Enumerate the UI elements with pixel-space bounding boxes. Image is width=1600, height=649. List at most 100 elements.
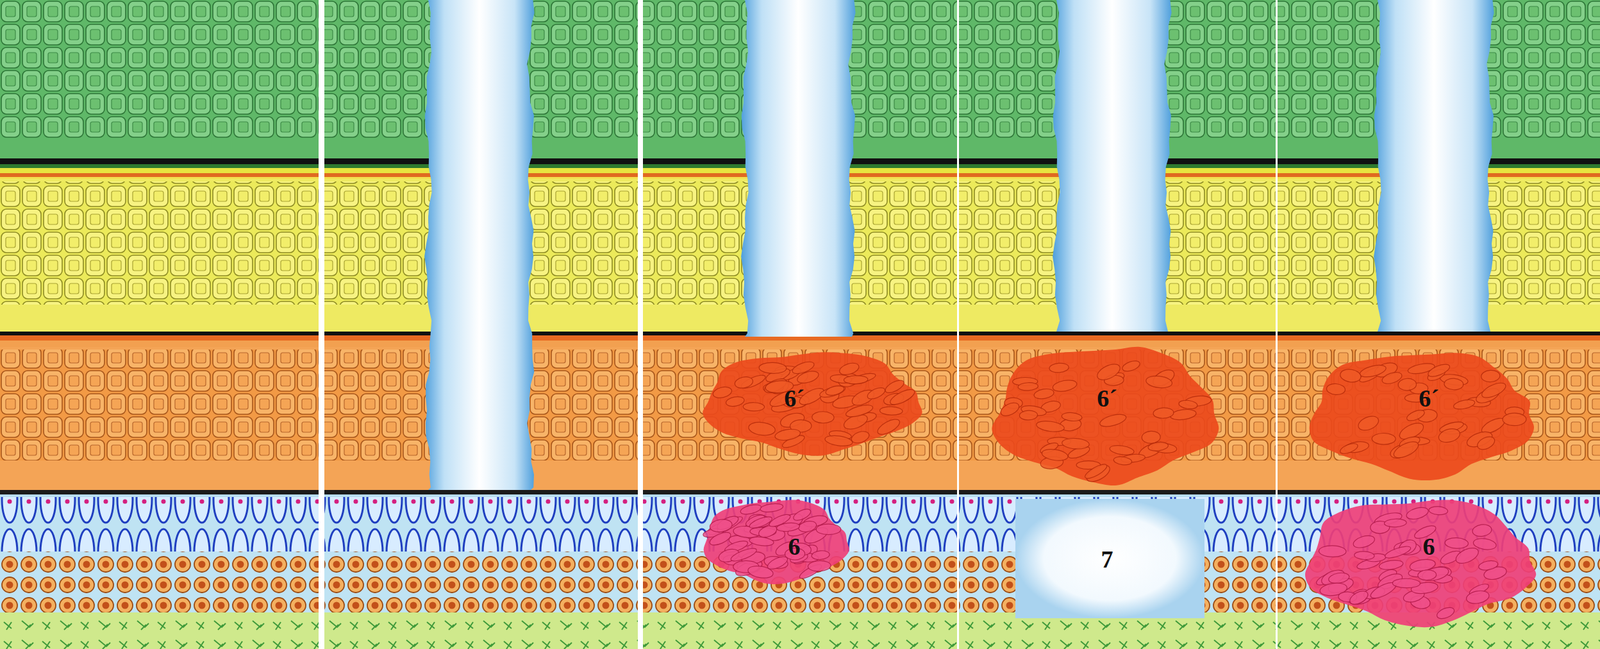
tissue-layer [0,349,319,461]
tissue-panel [642,0,958,649]
cell [1061,411,1083,422]
cell-mass [702,351,922,456]
cell [818,383,847,399]
cell-mass [991,346,1219,486]
tissue-layer [0,164,319,168]
tissue-layer [0,612,319,649]
tissue-layer [1277,489,1600,495]
callout-number: 6 [788,533,801,559]
cell [1480,369,1500,383]
tissue-panel [324,0,638,649]
cell [825,383,846,397]
cell [1371,432,1396,445]
cell [1383,543,1413,560]
cell [1353,550,1375,560]
tissue-layer [0,335,319,341]
tissue-layer [958,331,1276,336]
cell [1147,441,1169,452]
cell [1141,430,1161,444]
cell [879,406,903,416]
cell [1479,380,1508,401]
cell [1465,589,1491,606]
cell [733,375,754,390]
tissue-layer [0,0,319,159]
cell [1358,362,1388,379]
cell [1351,533,1377,550]
tissue-layer [324,489,638,495]
cell [1318,544,1347,558]
cell [712,385,734,400]
cell [837,360,861,377]
tissue-layer [324,494,638,497]
cell [1383,518,1407,528]
cell [791,358,817,376]
tissue-panel [958,0,1276,649]
cell [1108,443,1135,456]
cell [1169,407,1197,421]
cell [824,433,854,448]
cell [1017,382,1039,392]
tissue-layer [958,346,1276,490]
cell-mass [1305,499,1536,627]
tissue-layer [1277,331,1600,336]
callout-number: 6´ [783,385,805,411]
tissue-panel [0,0,319,649]
cell [1356,413,1381,433]
tissue-layer [642,494,958,497]
cell [1153,407,1175,419]
tissue-layer [958,340,1276,347]
cell [1033,387,1055,400]
cell [759,501,784,513]
tissue-panel [1277,0,1600,649]
cell [850,428,871,445]
cell [1452,398,1476,411]
tissue-layer [642,489,958,495]
cell [1478,558,1499,572]
tissue-layer [958,494,1276,497]
tissue-layer [1277,346,1600,490]
tissue-layer [0,494,319,497]
cell-mass [703,500,850,584]
cell [1398,378,1417,392]
cell [811,550,831,561]
tissue-layer [1277,335,1600,341]
cell [1035,419,1066,433]
cell [1094,360,1123,384]
tissue-layer [642,340,958,347]
cell [1049,362,1070,374]
tissue-layer [0,173,319,177]
wound-channel [1052,0,1172,332]
cell [998,400,1022,418]
cell [1145,374,1174,390]
cell [1417,569,1437,581]
cell [708,517,733,534]
tissue-layer [1277,494,1600,497]
cell [1435,605,1456,621]
cell [766,553,790,572]
cell [739,502,763,516]
cell [1502,412,1527,426]
tissue-layer [324,612,638,649]
cell [1428,505,1449,515]
cell [1444,537,1469,549]
tissue-layer [642,349,958,461]
cell [883,377,906,395]
cell [1378,558,1404,572]
cell [1113,455,1133,467]
tissue-layer [0,489,319,495]
callout-number: 7 [1101,546,1114,572]
cell [1392,578,1420,588]
callout-number: 6´ [1096,385,1118,411]
cell [1347,587,1370,607]
cell [1061,437,1090,450]
callout-number: 6 [1423,533,1436,559]
tissue-layer [0,496,319,552]
cell-mass [1309,352,1534,481]
tissue-layer [0,178,319,332]
cell [807,560,831,572]
cell [742,401,765,411]
wound-channel [424,0,535,490]
cell [1339,367,1362,384]
tissue-layer [1277,340,1600,347]
